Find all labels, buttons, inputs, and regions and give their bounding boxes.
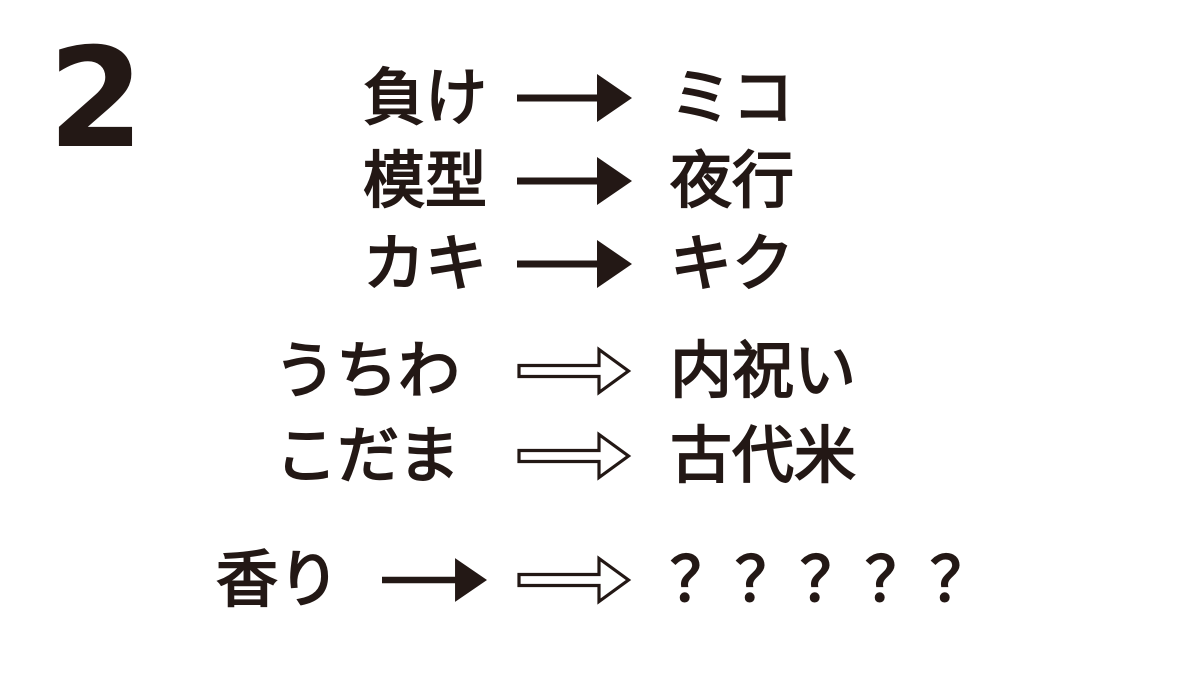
result-word: 内祝い bbox=[670, 336, 856, 406]
result-word: キク bbox=[670, 229, 794, 299]
source-word: カキ bbox=[0, 229, 505, 299]
source-word-text: カキ bbox=[362, 227, 487, 300]
answer-placeholder-text: ？？？？？ bbox=[670, 543, 996, 616]
mapping-row: 負け ミコ bbox=[0, 63, 1200, 133]
source-word-text: 負け bbox=[362, 61, 487, 134]
source-word: こだま bbox=[0, 421, 505, 491]
source-word: 香り bbox=[0, 545, 505, 615]
source-word-text: 模型 bbox=[362, 144, 487, 217]
source-word: 負け bbox=[0, 63, 505, 133]
mapping-row: うちわ 内祝い bbox=[0, 336, 1200, 406]
solid-right-arrow-icon bbox=[517, 146, 635, 216]
result-word: ミコ bbox=[670, 63, 794, 133]
source-word-text: こだま bbox=[275, 419, 460, 492]
question-row: 香り ？？？？？ bbox=[0, 545, 1200, 615]
mapping-row: カキ キク bbox=[0, 229, 1200, 299]
result-word-text: 古代米 bbox=[670, 419, 857, 492]
result-word-text: キク bbox=[670, 227, 795, 300]
source-word-text: 香り bbox=[215, 543, 340, 616]
solid-right-arrow-icon bbox=[382, 557, 487, 603]
mapping-row: 模型 夜行 bbox=[0, 146, 1200, 216]
result-word-text: 内祝い bbox=[670, 334, 857, 407]
source-word: 模型 bbox=[0, 146, 505, 216]
answer-placeholder: ？？？？？ bbox=[670, 545, 995, 615]
outline-right-arrow-icon bbox=[517, 421, 635, 491]
source-word: うちわ bbox=[0, 336, 505, 406]
solid-right-arrow-icon bbox=[517, 229, 635, 299]
result-word-text: 夜行 bbox=[670, 144, 795, 217]
result-word-text: ミコ bbox=[670, 61, 795, 134]
outline-right-arrow-icon bbox=[517, 545, 635, 615]
puzzle-number: 2 bbox=[48, 18, 144, 179]
result-word: 夜行 bbox=[670, 146, 794, 216]
outline-right-arrow-icon bbox=[517, 336, 635, 406]
source-word-text: うちわ bbox=[273, 334, 460, 407]
mapping-row: こだま 古代米 bbox=[0, 421, 1200, 491]
solid-right-arrow-icon bbox=[517, 63, 635, 133]
result-word: 古代米 bbox=[670, 421, 856, 491]
